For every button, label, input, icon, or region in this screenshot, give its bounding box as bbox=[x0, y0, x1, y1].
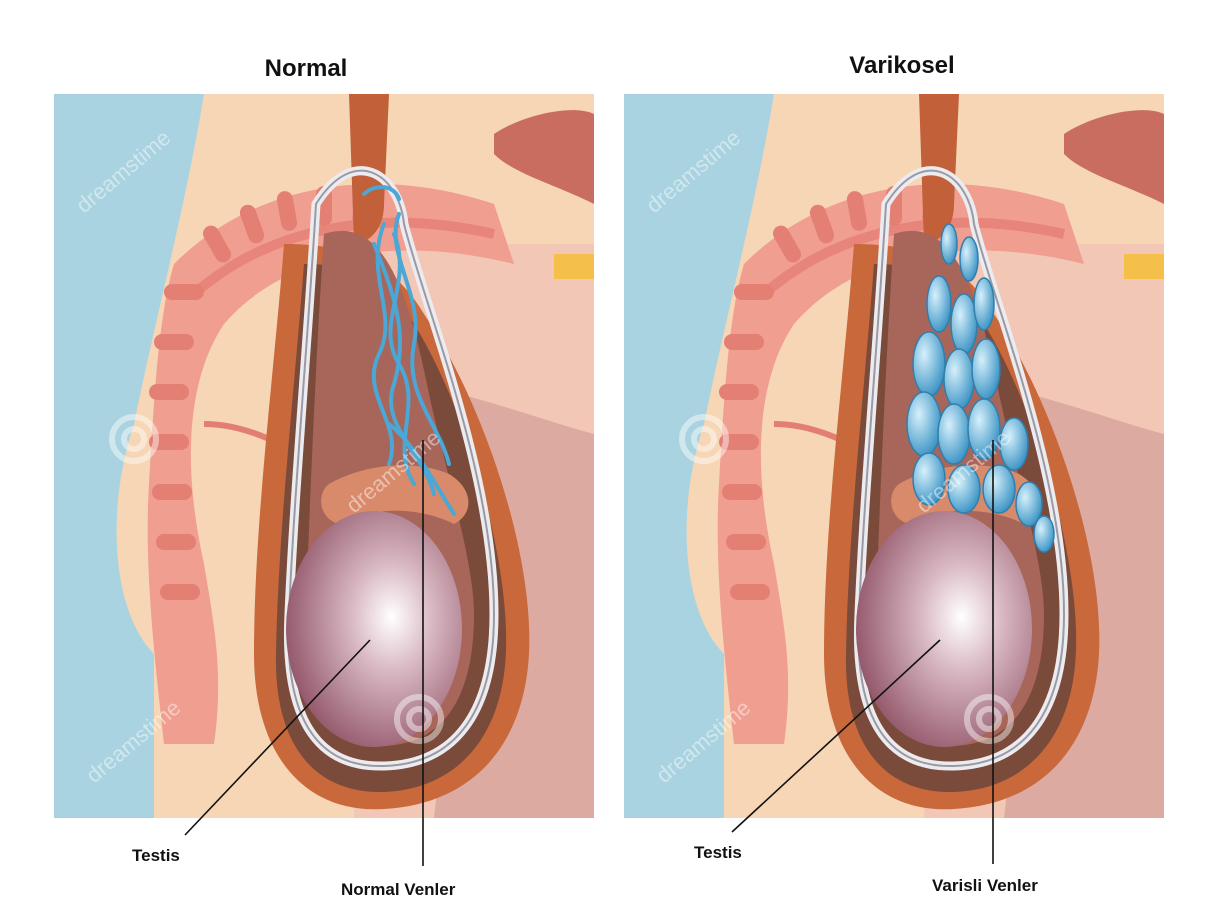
illustration-varicocele: dreamstime dreamstime dreamstime bbox=[624, 94, 1164, 818]
label-veins-normal: Normal Venler bbox=[341, 880, 456, 899]
panel-title-varicocele: Varikosel bbox=[849, 52, 955, 79]
label-veins-varicocele: Varisli Venler bbox=[932, 876, 1038, 895]
label-testis-varicocele: Testis bbox=[694, 843, 742, 862]
panel-title-normal: Normal bbox=[264, 55, 348, 82]
illustration-normal: dreamstime dreamstime dreamstime bbox=[54, 94, 594, 818]
label-testis-normal: Testis bbox=[132, 846, 180, 865]
